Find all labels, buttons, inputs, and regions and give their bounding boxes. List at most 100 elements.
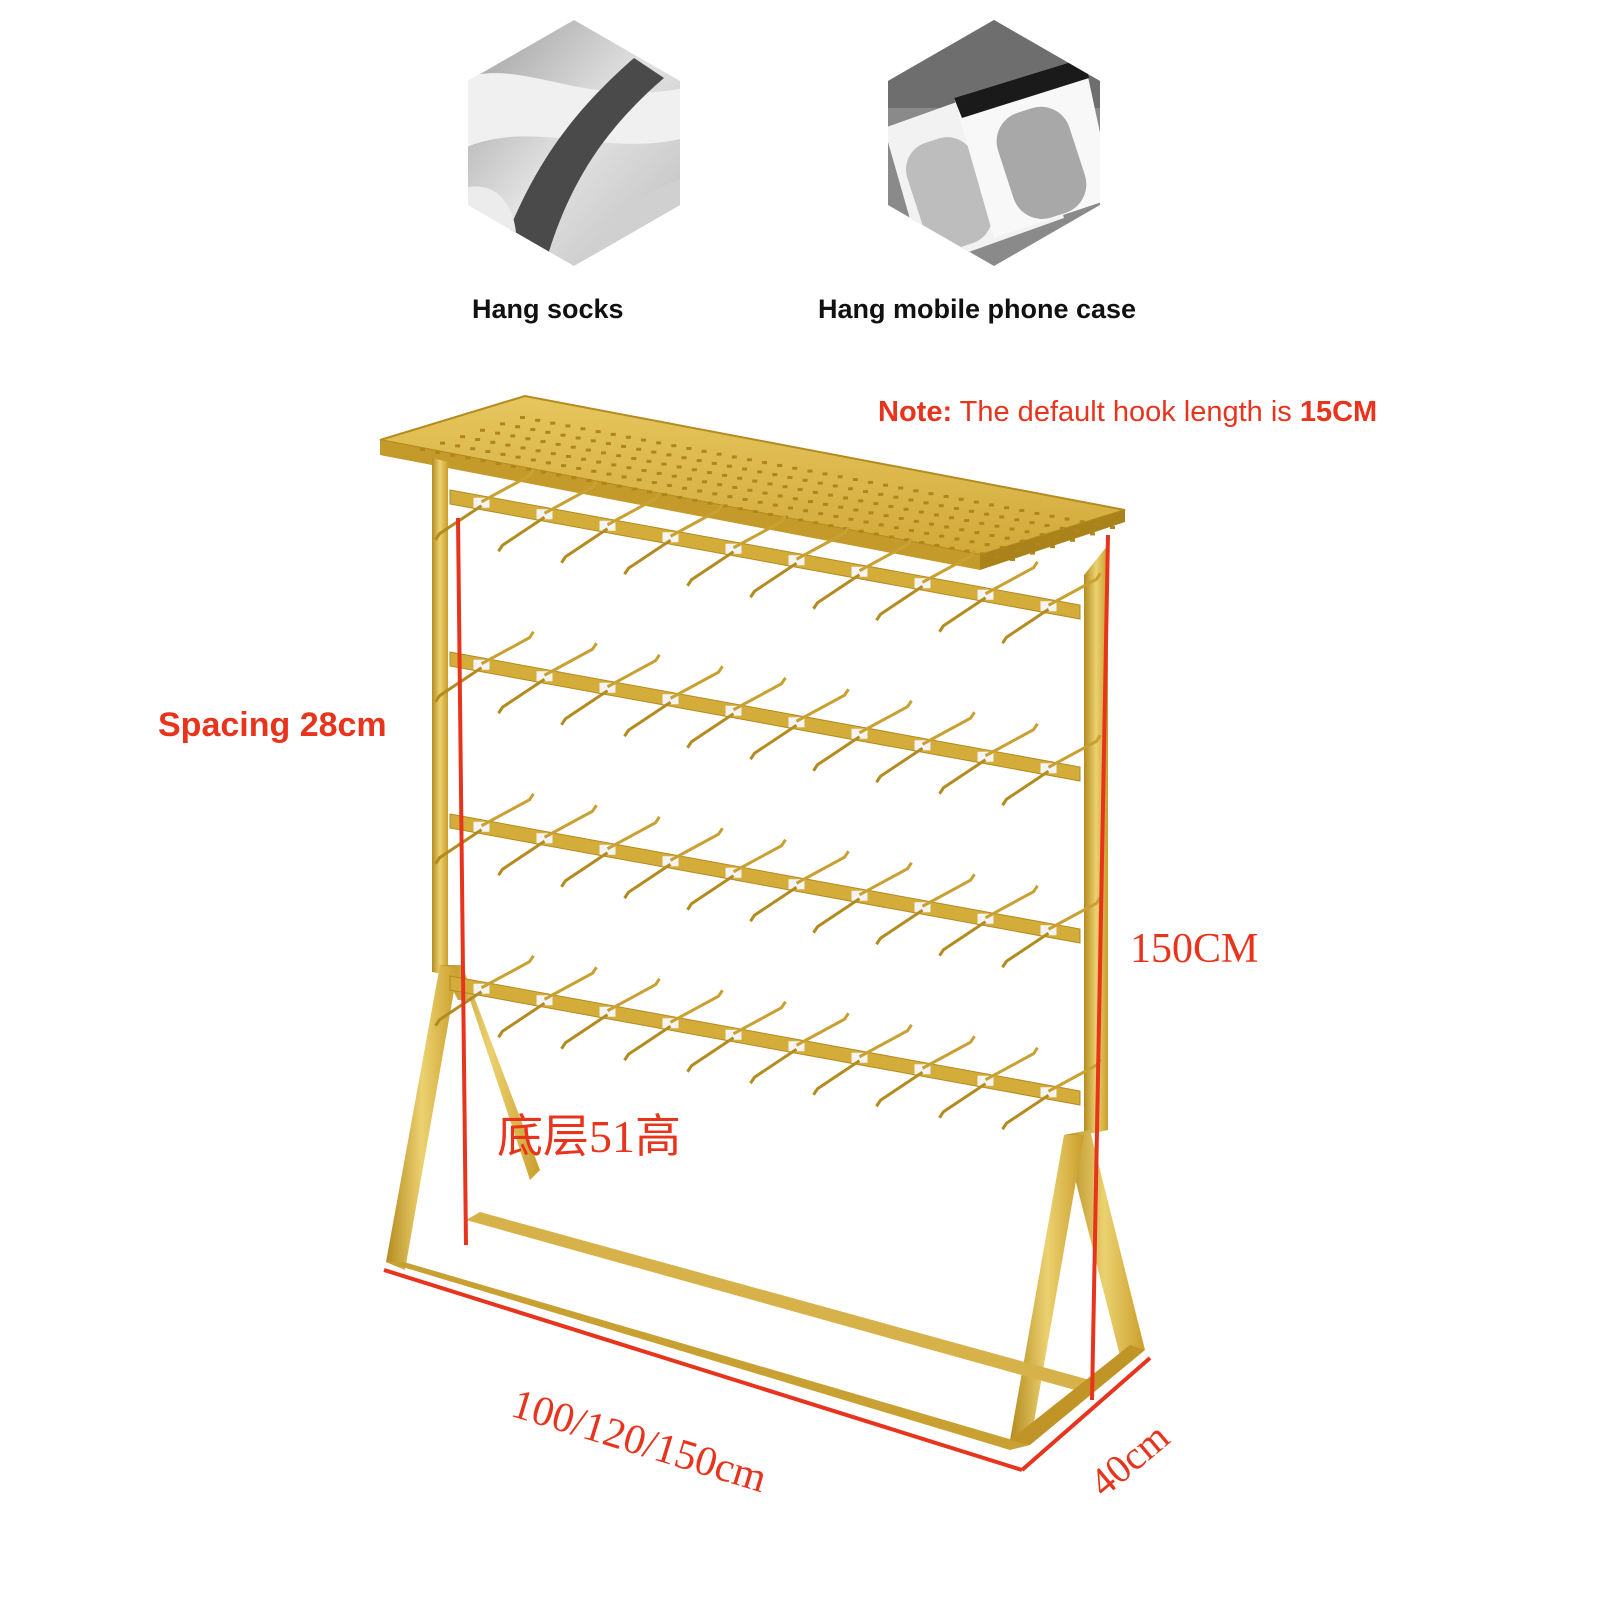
perforation-hole <box>636 447 642 451</box>
hook <box>686 874 735 911</box>
hook <box>812 573 861 610</box>
perforation-hole <box>827 493 833 497</box>
hook-label-tag <box>725 543 742 554</box>
perforation-hole <box>959 528 965 532</box>
hook <box>497 840 546 877</box>
hook <box>795 1012 850 1047</box>
perforation-hole <box>671 444 677 448</box>
perforation-hole <box>752 479 758 483</box>
perforation-hole <box>571 476 577 480</box>
usage-caption-socks: Hang socks <box>472 294 624 324</box>
perforation-hole <box>994 524 1000 528</box>
hook <box>938 1082 987 1119</box>
hook <box>921 711 976 746</box>
perforation-hole <box>1019 539 1025 543</box>
perforation-hole <box>863 490 869 494</box>
usage-caption-phone-case: Hang mobile phone case <box>818 294 1137 324</box>
perforation-hole <box>817 481 823 485</box>
perforation-hole <box>656 441 662 445</box>
perforation-hole <box>1034 511 1040 515</box>
perforation-hole <box>641 438 647 442</box>
perforation-hole <box>606 472 612 476</box>
hook <box>732 676 787 712</box>
perforation-hole <box>601 451 607 455</box>
perforation-hole <box>646 490 652 494</box>
perforation-hole <box>973 500 979 504</box>
perforation-hole <box>656 471 662 475</box>
perforation-hole <box>570 445 576 449</box>
perforation-hole <box>1064 517 1070 521</box>
hook <box>858 1023 913 1059</box>
hook <box>1047 572 1102 607</box>
hook <box>984 1046 1039 1082</box>
perforation-hole <box>651 450 657 454</box>
perforation-hole <box>938 504 944 508</box>
perforation-hole <box>1110 526 1115 529</box>
perforation-hole <box>828 524 834 528</box>
perforation-hole <box>601 481 607 485</box>
perforation-hole <box>580 427 586 431</box>
perforation-hole <box>535 449 541 453</box>
perforation-hole <box>495 462 501 466</box>
hook <box>434 990 483 1027</box>
hook-label-tag <box>788 555 805 566</box>
perforation-hole <box>500 452 506 456</box>
hook <box>858 537 913 573</box>
perforation-hole <box>490 440 496 444</box>
perforation-hole <box>979 521 985 525</box>
hook <box>984 722 1039 758</box>
hook <box>984 560 1039 596</box>
perforation-hole <box>757 500 763 504</box>
perforation-hole <box>999 545 1005 549</box>
perforation-hole <box>883 514 889 518</box>
perforation-hole <box>847 487 853 491</box>
hook <box>1047 896 1102 931</box>
height-label: 150CM <box>1130 926 1259 972</box>
perforation-hole <box>948 516 954 520</box>
perforation-hole <box>1094 523 1100 527</box>
perforation-hole <box>1044 523 1050 527</box>
perforation-hole <box>812 490 818 494</box>
socks-photo-icon <box>468 20 680 266</box>
perforation-hole <box>818 512 824 516</box>
hook <box>434 504 483 541</box>
hook <box>560 851 609 888</box>
hook <box>480 468 535 504</box>
perforation-hole <box>706 471 712 475</box>
hook-label-tag <box>1040 925 1057 936</box>
perforation-hole <box>974 531 980 535</box>
hook-label-tag <box>977 1075 994 1086</box>
perforation-hole <box>787 475 793 479</box>
perforation-hole <box>731 455 737 459</box>
hook <box>497 1002 546 1039</box>
hook-label-tag <box>977 751 994 762</box>
perforation-hole <box>671 474 677 478</box>
perforation-hole <box>746 458 752 462</box>
perforation-hole <box>878 492 884 496</box>
perforation-hole <box>460 435 465 439</box>
perforation-hole <box>837 475 843 479</box>
perforation-hole <box>576 466 582 470</box>
perforation-hole <box>591 469 597 473</box>
hook <box>812 735 861 772</box>
hook <box>795 850 850 885</box>
perforation-hole <box>556 473 562 477</box>
perforation-hole <box>924 531 930 535</box>
hook-label-tag <box>473 659 490 670</box>
perforation-hole <box>495 431 501 435</box>
hook <box>623 863 672 900</box>
perforation-hole <box>585 448 591 452</box>
perforation-hole <box>716 452 722 456</box>
hook <box>1001 770 1050 807</box>
perforation-hole <box>1090 532 1095 536</box>
perforation-hole <box>515 425 521 429</box>
right-upright <box>1084 545 1108 1135</box>
perforation-hole <box>873 532 879 536</box>
hook <box>875 1071 924 1108</box>
hook <box>669 989 724 1024</box>
hook-label-tag <box>536 671 553 682</box>
perforation-hole <box>625 435 631 439</box>
perforation-hole <box>913 489 919 493</box>
perforation-hole <box>762 491 768 495</box>
hook <box>938 920 987 957</box>
